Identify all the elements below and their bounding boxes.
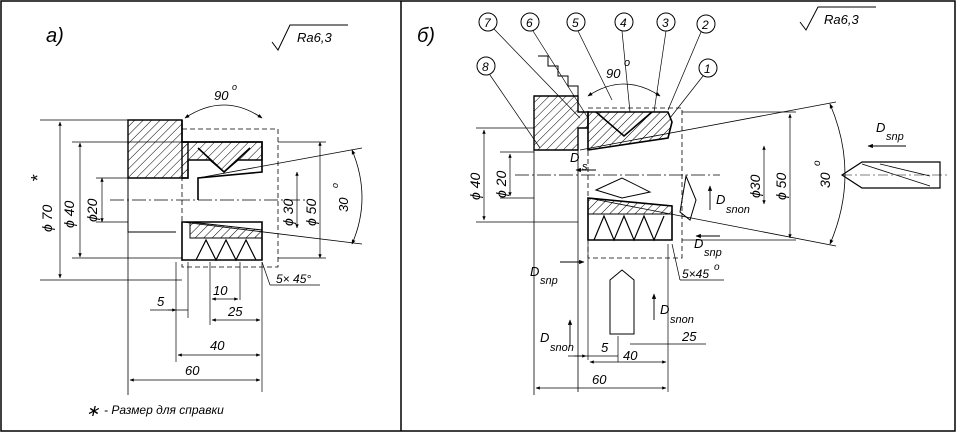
panel-b-side-tool: [679, 174, 697, 221]
panel-b-chamfer-deg: o: [714, 262, 720, 273]
panel-a-chamfer: 5× 45°: [276, 272, 311, 286]
panel-a-dia20: ϕ20: [84, 198, 100, 222]
panel-b-drill-feed-d: D: [876, 120, 885, 135]
callout-7: 7: [484, 16, 492, 30]
panel-b-callouts: 1 2 3 4 5 6 7 8: [476, 12, 718, 78]
panel-a-dia30: ϕ 30: [280, 199, 296, 226]
panel-b-angle-90-deg: o: [624, 57, 630, 69]
panel-a-outline-lower: [181, 221, 263, 261]
panel-b-dsnp-right-d: D: [694, 236, 703, 251]
panel-a-angle-30-arc: [351, 149, 363, 245]
callout-3: 3: [662, 16, 669, 30]
panel-a-roughness-symbol: Ra6,3: [271, 24, 348, 51]
panel-a-outline-upper: [181, 120, 263, 200]
panel-a-angle-90-deg: o: [232, 82, 237, 92]
panel-b-angle-30-arc: [829, 103, 846, 245]
panel-b-dsnp-left-d: D: [530, 264, 539, 279]
panel-b-roughness-value: Ra6,3: [824, 12, 859, 27]
panel-a-bore-taper-upper: [197, 147, 363, 179]
panel-b-dia40: ϕ 40: [467, 173, 483, 200]
panel-a-dim5: 5: [157, 294, 165, 309]
panel-b-dia50: ϕ 50: [773, 173, 789, 200]
panel-b-dia20: ϕ 20: [493, 171, 509, 198]
panel-b-boring-tool: [594, 177, 652, 199]
panel-b-ds-d: D: [570, 150, 579, 165]
panel-b-chamfer-leader: [671, 243, 681, 281]
panel-a-hatched-lower: [189, 221, 263, 239]
panel-b-chamfer: 5×45: [682, 267, 709, 281]
panel-b-dim5: 5: [601, 340, 609, 355]
panel-b-taper-lower: [587, 197, 837, 247]
panel-a-angle-90-arc: [184, 104, 263, 119]
panel-b-callout-leaders: [489, 28, 704, 149]
panel-b-drill-feed-s: snp: [886, 131, 904, 143]
panel-b-dia30: ϕ30: [747, 174, 763, 198]
panel-a-dim40-h: 40: [210, 338, 225, 353]
panel-b-dsnon-mid-d: D: [660, 302, 669, 317]
panel-a-angle-30: 30: [336, 197, 351, 212]
panel-a-note: - Размер для справки: [104, 403, 224, 417]
panel-b-angle-90-arc: [587, 83, 661, 97]
panel-a-bore-taper-lower: [181, 221, 363, 245]
callout-1: 1: [704, 62, 711, 76]
panel-b-blank-outline: [587, 107, 683, 259]
panel-a-lower-grooves: [195, 238, 257, 262]
callout-4: 4: [620, 16, 627, 30]
panel-a: а) Ra6,3 90 o 30 o: [28, 24, 363, 420]
panel-b-jaw: [533, 95, 589, 151]
panel-a-v-groove: [197, 147, 251, 174]
panel-b-dim60: 60: [592, 372, 607, 387]
panel-a-roughness-value: Ra6,3: [297, 30, 332, 45]
panel-a-dia70: ϕ 70: [39, 205, 55, 232]
panel-a-dia50: ϕ 50: [303, 199, 319, 226]
panel-b-angle-30: 30: [817, 172, 833, 188]
panel-a-hatched-flange: [127, 119, 189, 179]
panel-a-dia70-star: *: [28, 174, 48, 182]
panel-b-dim25: 25: [681, 329, 697, 344]
panel-b-taper-upper: [579, 101, 837, 151]
panel-b-jaw-steps: [538, 55, 579, 96]
callout-5: 5: [572, 16, 579, 30]
panel-a-dim60: 60: [185, 363, 200, 378]
panel-b: б) Ra6,3 1 2 3 4 5 6 7 8: [417, 6, 950, 395]
panel-b-dsnp-left-s: snp: [540, 275, 558, 287]
panel-b-ds-s: s: [582, 161, 588, 173]
panel-b-v-groove: [595, 111, 653, 138]
callout-8: 8: [482, 60, 489, 74]
panel-b-dsnon-left-d: D: [540, 330, 549, 345]
panel-a-note-star: ∗: [86, 403, 100, 420]
panel-b-dim40-h: 40: [623, 348, 638, 363]
panel-b-drill: [840, 161, 950, 189]
callout-2: 2: [701, 18, 709, 32]
panel-a-chamfer-leader: [261, 261, 271, 286]
panel-a-dim25: 25: [227, 304, 243, 319]
panel-b-dsnon-right-d: D: [716, 192, 725, 207]
panel-a-left-wall: [127, 178, 176, 233]
panel-b-dsnon-left-s: snon: [550, 342, 574, 354]
panel-b-label: б): [417, 25, 435, 47]
panel-b-cutoff-tool: [609, 269, 635, 335]
panel-b-lower-grooves: [593, 214, 665, 242]
panel-a-dim10: 10: [213, 283, 228, 298]
callout-6: 6: [526, 16, 533, 30]
panel-a-angle-90: 90: [214, 88, 229, 103]
panel-b-dsnon-right-s: snon: [726, 204, 750, 216]
panel-b-roughness-symbol: Ra6,3: [799, 6, 876, 31]
panel-b-dsnp-right-s: snp: [704, 247, 722, 259]
panel-a-label: а): [46, 25, 64, 47]
panel-b-dsnon-mid-s: snon: [670, 314, 694, 326]
panel-a-dia40: ϕ 40: [61, 201, 77, 228]
panel-b-angle-90: 90: [606, 66, 621, 81]
panel-a-angle-30-deg: o: [330, 183, 340, 188]
panel-a-blank-outline: [181, 128, 279, 268]
panel-b-angle-30-deg: o: [812, 160, 823, 166]
